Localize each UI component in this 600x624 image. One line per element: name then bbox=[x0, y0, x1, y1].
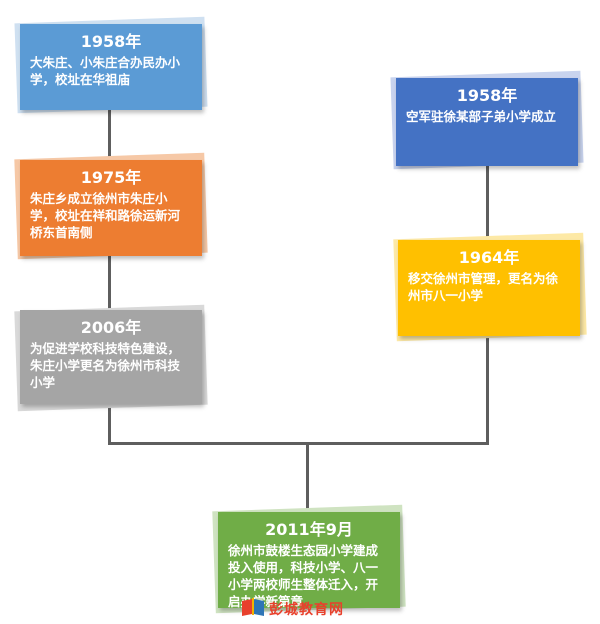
event-box-2011: 2011年9月 徐州市鼓楼生态园小学建成投入使用，科技小学、八一小学两校师生整体… bbox=[218, 512, 400, 608]
event-box-1958-left: 1958年 大朱庄、小朱庄合办民办小学，校址在华祖庙 bbox=[20, 24, 202, 110]
event-box-2006: 2006年 为促进学校科技特色建设，朱庄小学更名为徐州市科技小学 bbox=[20, 310, 202, 404]
event-year: 1958年 bbox=[80, 32, 142, 51]
event-box-1958-right: 1958年 空军驻徐某部子弟小学成立 bbox=[396, 78, 578, 166]
event-box-1975: 1975年 朱庄乡成立徐州市朱庄小学，校址在祥和路徐运新河桥东首南侧 bbox=[20, 160, 202, 256]
watermark: 彭城教育网 bbox=[240, 597, 344, 621]
book-logo-icon bbox=[240, 597, 266, 621]
event-year: 1964年 bbox=[458, 248, 520, 267]
event-description: 移交徐州市管理，更名为徐州市八一小学 bbox=[408, 271, 559, 303]
event-year: 2011年9月 bbox=[265, 520, 353, 539]
left-vertical-connector bbox=[108, 110, 111, 445]
event-description: 空军驻徐某部子弟小学成立 bbox=[406, 109, 557, 124]
event-description: 朱庄乡成立徐州市朱庄小学，校址在祥和路徐运新河桥东首南侧 bbox=[30, 191, 181, 240]
event-year: 1958年 bbox=[456, 86, 518, 105]
event-description: 为促进学校科技特色建设，朱庄小学更名为徐州市科技小学 bbox=[30, 341, 181, 390]
event-description: 徐州市鼓楼生态园小学建成投入使用，科技小学、八一小学两校师生整体迁入，开启办学新… bbox=[228, 543, 379, 608]
event-description: 大朱庄、小朱庄合办民办小学，校址在华祖庙 bbox=[30, 55, 181, 87]
event-year: 2006年 bbox=[80, 318, 142, 337]
horizontal-connector bbox=[108, 442, 489, 445]
bottom-vertical-connector bbox=[306, 442, 309, 512]
event-year: 1975年 bbox=[80, 168, 142, 187]
event-box-1964: 1964年 移交徐州市管理，更名为徐州市八一小学 bbox=[398, 240, 580, 336]
watermark-text: 彭城教育网 bbox=[269, 602, 344, 618]
